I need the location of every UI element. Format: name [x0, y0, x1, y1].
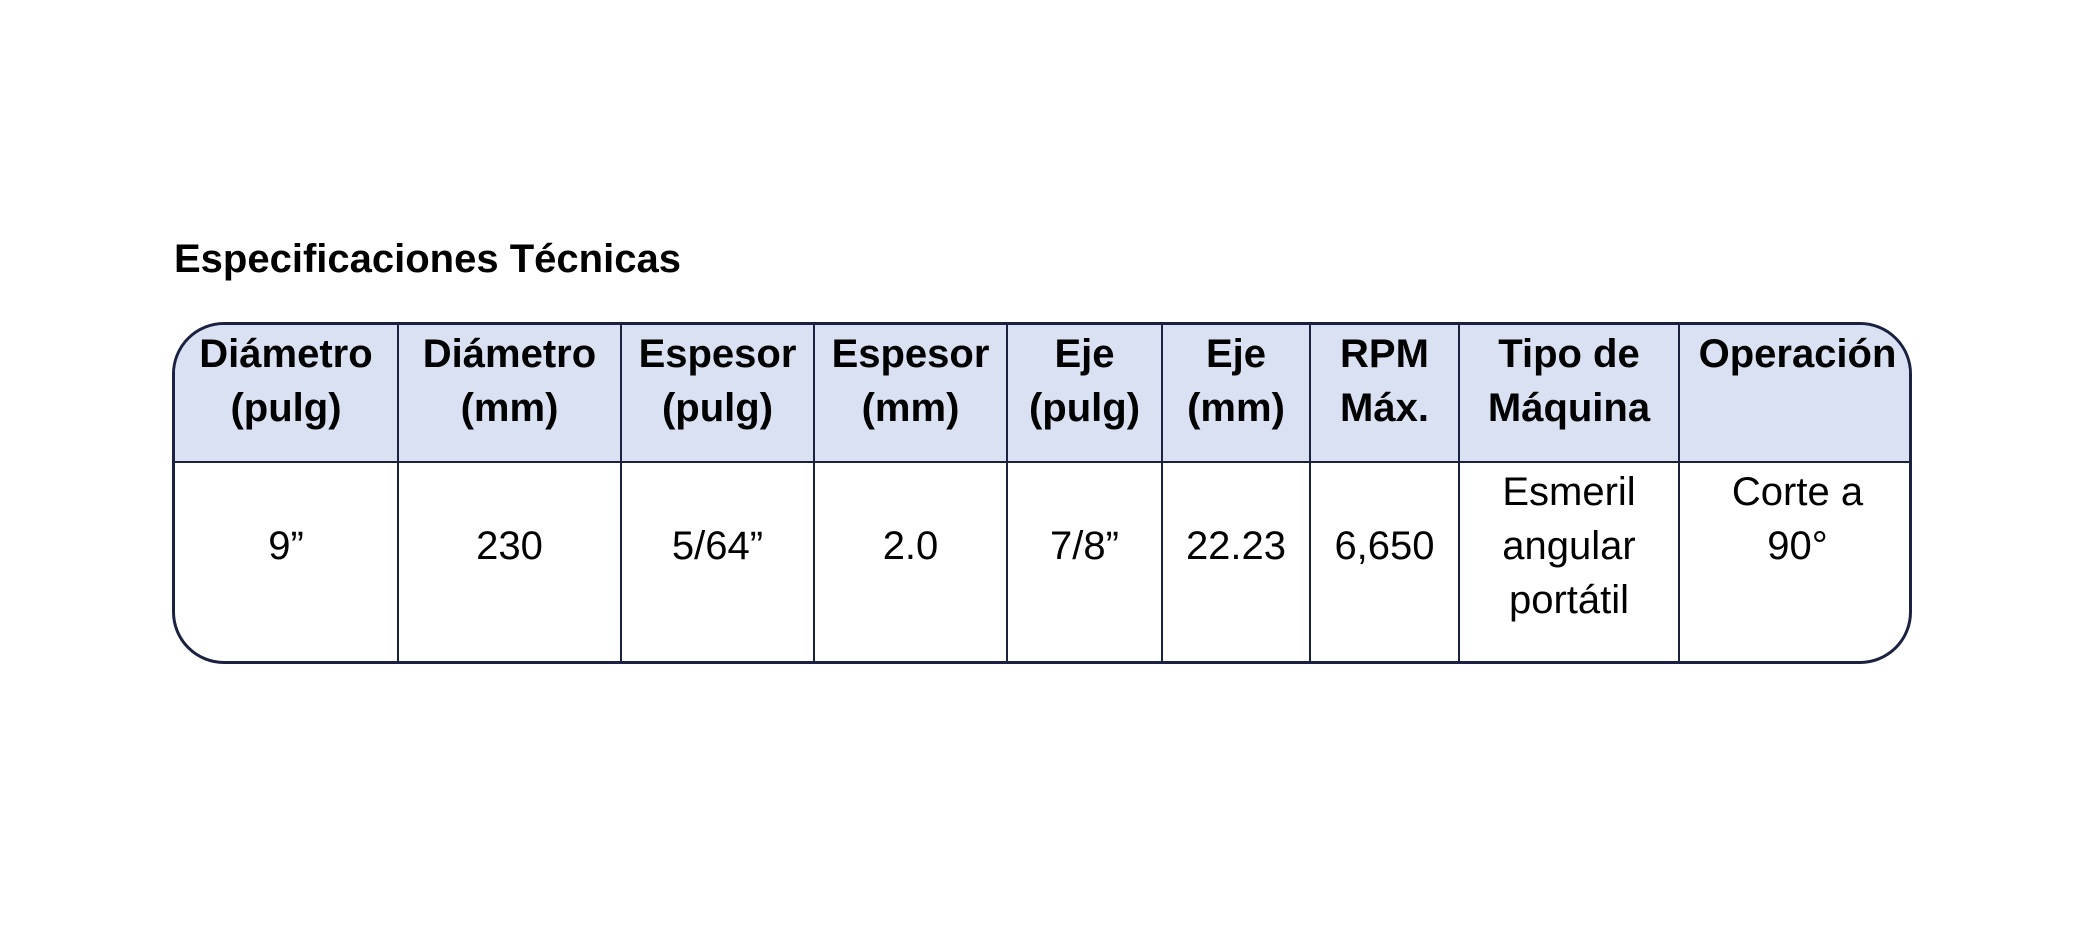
cell-diametro-mm: 230 — [397, 462, 621, 661]
header-diametro-pulg: Diámetro (pulg) — [175, 325, 398, 463]
header-espesor-mm: Espesor (mm) — [813, 325, 1007, 463]
cell-eje-mm: 22.23 — [1161, 462, 1310, 661]
header-eje-mm: Eje (mm) — [1161, 325, 1310, 463]
spec-table: Diámetro (pulg) Diámetro (mm) Espesor (p… — [175, 325, 1909, 661]
header-espesor-pulg: Espesor (pulg) — [620, 325, 814, 463]
table-header-row: Diámetro (pulg) Diámetro (mm) Espesor (p… — [175, 325, 1909, 463]
table-row: 9” 230 5/64” 2.0 7/8” 22.23 6,65 — [175, 462, 1909, 661]
cell-diametro-pulg: 9” — [268, 524, 304, 568]
cell-tipo-maquina: Esmeril angular portátil — [1458, 462, 1679, 661]
cell-espesor-mm: 2.0 — [813, 462, 1007, 661]
header-rpm-max: RPM Máx. — [1309, 325, 1459, 463]
section-title: Especificaciones Técnicas — [174, 237, 681, 281]
spec-table-container: Diámetro (pulg) Diámetro (mm) Espesor (p… — [172, 322, 1912, 664]
header-tipo-maquina: Tipo de Máquina — [1458, 325, 1679, 463]
header-diametro-mm: Diámetro (mm) — [397, 325, 621, 463]
cell-rpm-max: 6,650 — [1309, 462, 1459, 661]
cell-espesor-pulg: 5/64” — [620, 462, 814, 661]
header-eje-pulg: Eje (pulg) — [1006, 325, 1162, 463]
header-operacion: Operación — [1678, 325, 1909, 463]
cell-eje-pulg: 7/8” — [1006, 462, 1162, 661]
cell-operacion: Corte a 90° — [1678, 462, 1909, 661]
